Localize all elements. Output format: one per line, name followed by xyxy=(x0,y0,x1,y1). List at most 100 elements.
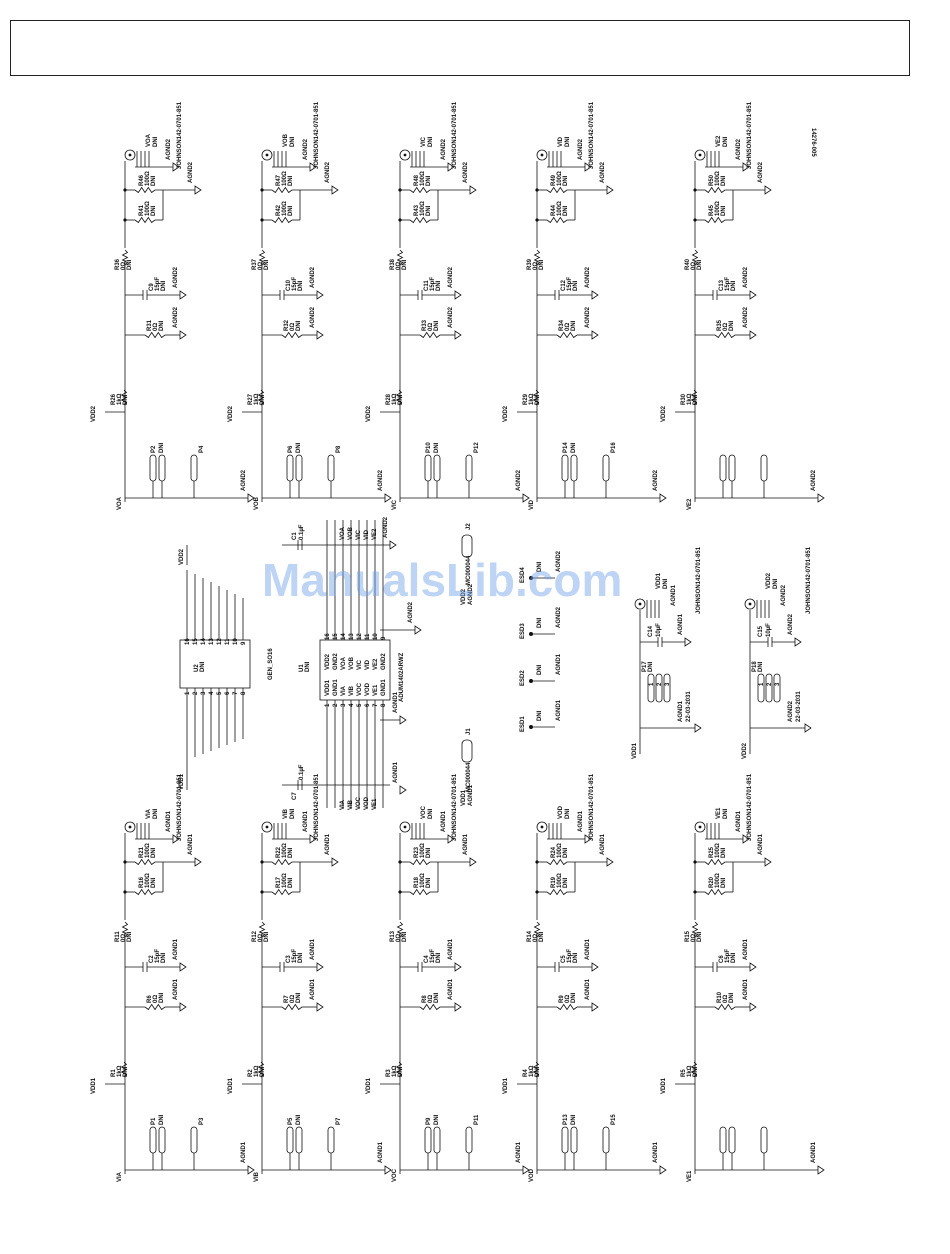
res-val: 100Ω xyxy=(557,171,563,186)
resistor-symbol xyxy=(704,888,726,896)
res-ref: R24 xyxy=(551,846,557,858)
cap-val: 15pF xyxy=(155,277,161,291)
ground-symbol xyxy=(794,637,802,647)
header-body xyxy=(760,454,768,482)
resistor-symbol xyxy=(271,858,293,866)
coax-center xyxy=(638,602,642,606)
gnd-label: AGND2 xyxy=(653,469,659,491)
dni-label: DNI xyxy=(729,992,735,1003)
header-body xyxy=(719,454,727,482)
gnd-label: AGND2 xyxy=(448,306,454,328)
resistor-symbol xyxy=(396,249,404,266)
res-ref: R50 xyxy=(709,174,715,186)
connector-part: JOHNSON142-0701-851 xyxy=(314,101,320,169)
u2-ref: U2 xyxy=(194,664,200,672)
u1-pin-name: VIB xyxy=(349,685,355,696)
res-ref: R25 xyxy=(709,846,715,858)
u2-pin: 5 xyxy=(217,691,223,695)
dni-label: DNI xyxy=(159,320,165,331)
gnd-label: AGND1 xyxy=(325,833,331,855)
res-val: 100Ω xyxy=(420,873,426,888)
res-val: 0Ω xyxy=(723,995,729,1003)
esd-ref: ESD2 xyxy=(520,670,526,686)
resistor-symbol xyxy=(120,389,128,406)
j1-body xyxy=(461,739,473,763)
res-val: 100Ω xyxy=(557,873,563,888)
header-dni: DNI xyxy=(648,661,654,672)
gnd-label: AGND1 xyxy=(758,833,764,855)
dni-label: DNI xyxy=(563,877,569,888)
coax-center xyxy=(128,825,132,829)
dni-label: DNI xyxy=(436,280,442,291)
res-val: 100Ω xyxy=(145,873,151,888)
gnd-label: AGND2 xyxy=(463,161,469,183)
resistor-symbol xyxy=(257,389,265,406)
header-ref: P13 xyxy=(563,1114,569,1125)
dni-label: DNI xyxy=(563,175,569,186)
gnd-label: AGND2 xyxy=(516,469,522,491)
signal-label: VOC xyxy=(392,1168,398,1182)
j2-net: AGND2 xyxy=(468,583,474,605)
cap-ref: C9 xyxy=(149,283,155,291)
resistor-symbol xyxy=(691,921,699,938)
res-ref: R30 xyxy=(681,393,687,405)
res-ref: R37 xyxy=(252,258,258,270)
ground-symbol xyxy=(591,330,599,340)
u1-bottom-net: VOC xyxy=(356,796,362,810)
u1-part: ADUM1402ARWZ xyxy=(399,652,405,702)
header-body xyxy=(158,454,166,482)
res-val: 0Ω xyxy=(533,262,539,270)
cap-val: 10µF xyxy=(766,623,772,637)
header-dni: DNI xyxy=(434,1114,440,1125)
connector-part: JOHNSON142-0701-851 xyxy=(747,101,753,169)
header-body xyxy=(433,454,441,482)
header-ref: P17 xyxy=(642,661,648,672)
res-ref: R38 xyxy=(390,258,396,270)
connector-net: VIC xyxy=(421,136,427,147)
dni-label: DNI xyxy=(731,952,737,963)
coax-connector-symbol xyxy=(536,821,548,833)
esd-dni: DNI xyxy=(537,664,543,675)
gnd-label: AGND1 xyxy=(303,810,309,832)
header-dni: DNI xyxy=(434,442,440,453)
res-ref: R7 xyxy=(284,995,290,1003)
u1-bottom-net: VE1 xyxy=(372,798,378,810)
j2-net: VDD2 xyxy=(461,588,467,605)
dni-label: DNI xyxy=(290,136,296,147)
ground-symbol xyxy=(764,185,772,195)
resistor-symbol xyxy=(419,1003,441,1011)
dni-label: DNI xyxy=(151,205,157,216)
dni-label: DNI xyxy=(402,931,408,942)
dni-label: DNI xyxy=(123,1066,129,1077)
header-ref: P12 xyxy=(474,442,480,453)
ground-symbol xyxy=(606,185,614,195)
res-ref: R48 xyxy=(414,174,420,186)
res-val: 100Ω xyxy=(282,873,288,888)
ground-symbol xyxy=(454,1002,462,1012)
header-body xyxy=(424,454,432,482)
gnd-label: AGND2 xyxy=(600,161,606,183)
res-val: 100Ω xyxy=(557,201,563,216)
u1-pin: 8 xyxy=(381,703,387,707)
header-pin: 3 xyxy=(665,682,671,686)
header-body xyxy=(773,673,781,703)
dni-label: DNI xyxy=(573,280,579,291)
res-val: 0Ω xyxy=(121,262,127,270)
dni-label: DNI xyxy=(264,931,270,942)
u1-bottom-net: VIB xyxy=(348,799,354,810)
signal-label: VE2 xyxy=(687,498,693,510)
res-val: 1kΩ xyxy=(117,1065,123,1077)
gnd-label: AGND1 xyxy=(678,700,684,722)
cap-ref: C15 xyxy=(758,625,764,637)
res-ref: R1 xyxy=(111,1069,117,1077)
rail-label: VDD1 xyxy=(503,1077,509,1094)
dni-label: DNI xyxy=(563,205,569,216)
res-val: 0Ω xyxy=(691,934,697,942)
res-ref: R20 xyxy=(709,876,715,888)
ground-symbol xyxy=(316,1002,324,1012)
u1-pin: 4 xyxy=(349,703,355,707)
header-pin: 3 xyxy=(775,682,781,686)
connector-part: JOHNSON142-0701-851 xyxy=(452,101,458,169)
resistor-symbol xyxy=(533,249,541,266)
ground-symbol xyxy=(389,540,397,550)
